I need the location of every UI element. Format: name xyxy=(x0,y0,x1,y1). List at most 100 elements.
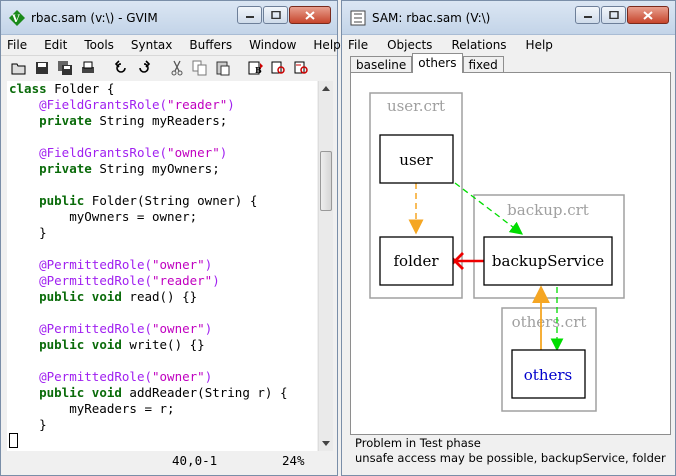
sam-app-icon xyxy=(350,10,366,26)
code-line[interactable]: @PermittedRole("owner") xyxy=(7,369,317,385)
maximize-icon xyxy=(270,11,281,19)
code-line[interactable]: class Folder { xyxy=(7,81,317,97)
print-button[interactable] xyxy=(78,59,97,77)
sam-titlebar[interactable]: SAM: rbac.sam (V:\) xyxy=(342,1,675,35)
redo-button[interactable] xyxy=(134,59,153,77)
code-line[interactable] xyxy=(7,353,317,369)
close-button[interactable] xyxy=(289,6,331,24)
code-token xyxy=(9,97,39,112)
code-editor[interactable]: class Folder { @FieldGrantsRole("reader"… xyxy=(7,81,317,451)
menu-edit[interactable]: Edit xyxy=(44,38,68,52)
code-line[interactable]: myReaders = r; xyxy=(7,401,317,417)
save-button[interactable] xyxy=(32,59,51,77)
tab-others[interactable]: others xyxy=(412,53,463,73)
maximize-button[interactable] xyxy=(263,6,288,24)
cluster-others-crt[interactable] xyxy=(501,307,597,412)
copy-icon xyxy=(192,60,206,76)
save-all-button[interactable] xyxy=(55,59,74,77)
code-line[interactable]: public Folder(String owner) { xyxy=(7,193,317,209)
code-token: ) xyxy=(204,257,213,272)
code-token: "owner" xyxy=(152,257,205,272)
code-token xyxy=(9,193,39,208)
sam-menu-objects[interactable]: Objects xyxy=(387,38,433,52)
code-line[interactable]: } xyxy=(7,225,317,241)
code-line[interactable] xyxy=(7,129,317,145)
scrollbar-thumb[interactable] xyxy=(320,151,332,211)
code-token: ) xyxy=(227,97,235,112)
cluster-user-crt[interactable] xyxy=(369,92,463,299)
node-user[interactable] xyxy=(379,134,454,184)
code-token xyxy=(9,289,39,304)
cursor-line[interactable] xyxy=(7,433,317,449)
tab-baseline[interactable]: baseline xyxy=(350,56,413,73)
node-backupservice[interactable] xyxy=(483,236,613,286)
node-backupservice-label: backupService xyxy=(492,252,604,270)
code-token: "owner" xyxy=(152,321,205,336)
code-line[interactable]: @PermittedRole("owner") xyxy=(7,321,317,337)
sam-minimize-button[interactable] xyxy=(575,6,600,24)
sam-menu-relations[interactable]: Relations xyxy=(451,38,507,52)
scroll-down-arrow[interactable] xyxy=(319,436,333,451)
menu-help[interactable]: Help xyxy=(313,38,341,52)
code-token: public xyxy=(39,193,85,208)
minimize-button[interactable] xyxy=(237,6,262,24)
code-line[interactable]: private String myOwners; xyxy=(7,161,317,177)
code-token: @FieldGrantsRole( xyxy=(39,97,168,112)
code-token: "reader" xyxy=(167,97,228,112)
vim-status-line: 40,0-1 24% xyxy=(7,451,333,471)
open-button[interactable] xyxy=(9,59,28,77)
load-session-button[interactable]: B xyxy=(246,59,265,77)
cut-button[interactable] xyxy=(167,59,186,77)
sam-menu-help[interactable]: Help xyxy=(525,38,553,52)
menu-buffers[interactable]: Buffers xyxy=(189,38,233,52)
menu-syntax[interactable]: Syntax xyxy=(130,38,173,52)
close-icon xyxy=(643,10,653,20)
node-others[interactable] xyxy=(511,349,586,399)
gvim-titlebar[interactable]: V rbac.sam (v:\) - GVIM xyxy=(1,1,337,35)
code-line[interactable]: @FieldGrantsRole("owner") xyxy=(7,145,317,161)
undo-button[interactable] xyxy=(111,59,130,77)
find-next-button[interactable] xyxy=(269,59,288,77)
graph-canvas[interactable]: user.crt backup.crt others.crt user fold… xyxy=(350,72,671,435)
sam-close-button[interactable] xyxy=(627,6,669,24)
code-line[interactable]: public void read() {} xyxy=(7,289,317,305)
paste-icon xyxy=(216,61,229,76)
sam-maximize-button[interactable] xyxy=(601,6,626,24)
scroll-up-arrow[interactable] xyxy=(319,81,333,96)
code-line[interactable]: } xyxy=(7,417,317,433)
menu-tools[interactable]: Tools xyxy=(84,38,114,52)
minimize-icon xyxy=(245,16,254,18)
code-line[interactable] xyxy=(7,241,317,257)
menu-window[interactable]: Window xyxy=(249,38,297,52)
code-line[interactable]: @PermittedRole("reader") xyxy=(7,273,317,289)
redo-icon xyxy=(138,60,150,73)
paste-button[interactable] xyxy=(213,59,232,77)
code-token xyxy=(9,161,39,176)
undo-icon xyxy=(114,60,126,73)
code-token: String myReaders; xyxy=(91,113,228,128)
scroll-percent: 24% xyxy=(282,453,305,468)
code-line[interactable]: myOwners = owner; xyxy=(7,209,317,225)
code-line[interactable] xyxy=(7,305,317,321)
code-line[interactable]: @FieldGrantsRole("reader") xyxy=(7,97,317,113)
code-line[interactable] xyxy=(7,177,317,193)
code-token: @PermittedRole( xyxy=(39,273,152,288)
code-token: myReaders = r; xyxy=(9,401,175,416)
code-line[interactable]: @PermittedRole("owner") xyxy=(7,257,317,273)
sam-menu-file[interactable]: File xyxy=(348,38,369,52)
code-token: @PermittedRole( xyxy=(39,369,152,384)
code-line[interactable]: public void write() {} xyxy=(7,337,317,353)
find-prev-button[interactable] xyxy=(292,59,311,77)
code-token xyxy=(9,273,39,288)
code-line[interactable]: private String myReaders; xyxy=(7,113,317,129)
code-line[interactable]: public void addReader(String r) { xyxy=(7,385,317,401)
node-folder-label: folder xyxy=(393,252,439,270)
menu-file[interactable]: File xyxy=(7,38,28,52)
editor-scrollbar[interactable] xyxy=(318,81,333,451)
node-folder[interactable] xyxy=(379,236,454,286)
sam-menubar: File Objects Relations Help xyxy=(342,35,675,55)
code-token: ) xyxy=(204,321,213,336)
tab-fixed[interactable]: fixed xyxy=(462,56,504,73)
copy-button[interactable] xyxy=(190,59,209,77)
cluster-user-label: user.crt xyxy=(387,97,445,115)
